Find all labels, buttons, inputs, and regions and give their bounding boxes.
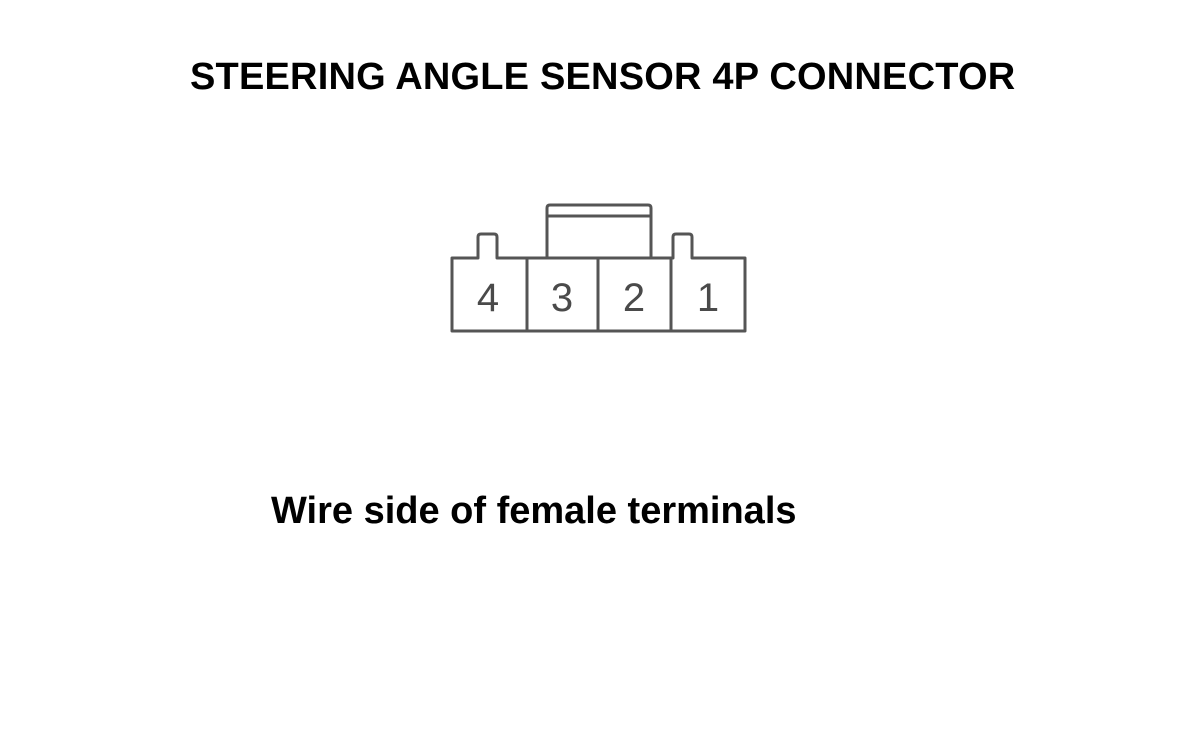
pin-4-label: 4 <box>477 276 499 320</box>
pin-3-label: 3 <box>551 276 573 320</box>
connector-lock-tab <box>545 203 653 258</box>
diagram-title: STEERING ANGLE SENSOR 4P CONNECTOR <box>190 56 1016 98</box>
pin-1-label: 1 <box>697 276 719 320</box>
connector-body <box>450 232 747 333</box>
pin-2-label: 2 <box>623 276 645 320</box>
diagram-caption: Wire side of female terminals <box>271 490 797 532</box>
connector-outline: 4 3 2 1 <box>450 203 747 333</box>
connector-diagram: 4 3 2 1 <box>440 195 760 345</box>
